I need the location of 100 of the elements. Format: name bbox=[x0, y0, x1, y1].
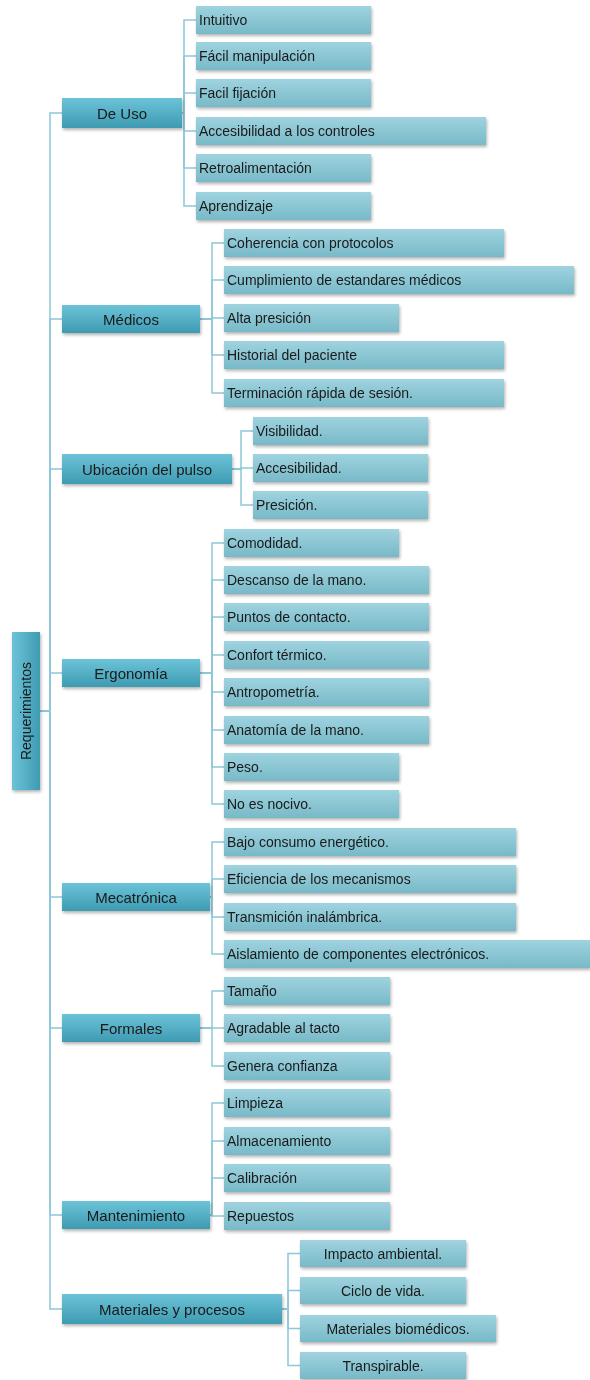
item-box bbox=[196, 79, 371, 107]
connector-line bbox=[209, 878, 225, 898]
node-label: Aprendizaje bbox=[199, 198, 273, 214]
node-label: Transmición inalámbrica. bbox=[227, 909, 383, 925]
item-box bbox=[224, 266, 574, 294]
item-box bbox=[253, 491, 428, 519]
item-box bbox=[224, 790, 399, 818]
node-label: Materiales biomédicos. bbox=[326, 1320, 470, 1337]
node-label: Eficiencia de los mecanismos bbox=[227, 871, 411, 887]
node-label: Presición. bbox=[256, 497, 318, 513]
node-label: Alta presición bbox=[227, 310, 312, 326]
node-label: Visibilidad. bbox=[256, 423, 323, 439]
node-label: Cumplimiento de estandares médicos bbox=[227, 272, 462, 288]
node-label: Antropometría. bbox=[227, 684, 320, 700]
node-label: Ciclo de vida. bbox=[340, 1282, 425, 1299]
category-box bbox=[62, 1014, 200, 1042]
node-label: Terminación rápida de sesión. bbox=[227, 385, 413, 401]
item-box bbox=[224, 229, 504, 257]
node-label: Ubicación del pulso bbox=[81, 460, 213, 478]
node-label: Mantenimiento bbox=[86, 1206, 186, 1224]
item-box bbox=[300, 1352, 466, 1379]
item-box bbox=[224, 1127, 390, 1155]
node-label: Requerimientos bbox=[18, 661, 34, 761]
item-box bbox=[224, 1014, 390, 1042]
node-label: Anatomía de la mano. bbox=[227, 722, 364, 738]
item-box bbox=[224, 1202, 390, 1230]
item-box bbox=[224, 977, 390, 1005]
item-box bbox=[224, 1164, 390, 1192]
item-box bbox=[300, 1315, 496, 1342]
node-label: Historial del paciente bbox=[227, 347, 357, 363]
category-box bbox=[62, 98, 182, 128]
item-box bbox=[196, 192, 371, 220]
node-label: Transpirable. bbox=[342, 1357, 424, 1374]
connector-line bbox=[199, 672, 225, 805]
node-label: Peso. bbox=[227, 759, 263, 775]
item-box bbox=[224, 753, 399, 781]
node-label: De Uso bbox=[97, 104, 147, 122]
item-box bbox=[224, 603, 429, 631]
category-box bbox=[62, 1294, 282, 1324]
category-box bbox=[62, 1201, 210, 1229]
item-box bbox=[224, 1089, 390, 1117]
item-box bbox=[224, 678, 429, 706]
category-box bbox=[62, 883, 210, 911]
category-box bbox=[62, 659, 200, 687]
connector-line bbox=[209, 896, 225, 955]
item-box bbox=[253, 454, 428, 482]
node-label: Repuestos bbox=[227, 1208, 294, 1224]
node-label: Genera confianza bbox=[227, 1058, 338, 1074]
node-label: Impacto ambiental. bbox=[323, 1245, 443, 1262]
node-label: Puntos de contacto. bbox=[227, 609, 351, 625]
item-box bbox=[300, 1277, 466, 1304]
node-label: Formales bbox=[99, 1019, 163, 1037]
node-label: Retroalimentación bbox=[199, 160, 312, 176]
node-label: Calibración bbox=[227, 1170, 298, 1186]
item-box bbox=[224, 716, 429, 744]
node-label: Materiales y procesos bbox=[99, 1300, 245, 1318]
item-box bbox=[224, 379, 504, 407]
node-label: Fácil manipulación bbox=[199, 48, 315, 64]
item-box bbox=[224, 865, 516, 893]
item-box bbox=[224, 641, 429, 669]
item-box bbox=[253, 417, 428, 445]
node-label: Médicos bbox=[103, 310, 159, 328]
node-label: Coherencia con protocolos bbox=[227, 235, 394, 251]
node-label: Aislamiento de componentes electrónicos. bbox=[227, 946, 490, 962]
node-label: Limpieza bbox=[227, 1095, 284, 1111]
node-label: Mecatrónica bbox=[95, 888, 177, 906]
item-box bbox=[196, 42, 371, 70]
node-label: Ergonomía bbox=[94, 664, 168, 682]
connector-line bbox=[209, 1177, 225, 1216]
node-label: Accesibilidad a los controles bbox=[199, 123, 375, 139]
node-label: Intuitivo bbox=[199, 12, 248, 28]
item-box bbox=[224, 903, 516, 931]
node-label: Facil fijación bbox=[199, 85, 277, 101]
item-box bbox=[300, 1240, 466, 1267]
node-label: Bajo consumo energético. bbox=[227, 834, 389, 850]
node-label: Accesibilidad. bbox=[256, 460, 342, 476]
item-box bbox=[224, 341, 504, 369]
node-label: Almacenamiento bbox=[227, 1133, 332, 1149]
connector-line bbox=[199, 1027, 225, 1067]
item-box bbox=[224, 828, 516, 856]
item-box bbox=[224, 1052, 390, 1080]
item-box bbox=[196, 117, 486, 145]
node-label: Tamaño bbox=[227, 983, 277, 999]
item-box bbox=[196, 154, 371, 182]
item-box bbox=[224, 529, 399, 557]
connector-line bbox=[209, 1214, 225, 1217]
connector-line bbox=[231, 468, 254, 506]
category-box bbox=[62, 305, 200, 333]
item-box bbox=[224, 940, 590, 968]
node-label: Descanso de la mano. bbox=[227, 572, 367, 588]
connector-line bbox=[199, 318, 225, 394]
root-box bbox=[12, 632, 40, 790]
connector-line bbox=[181, 92, 197, 114]
item-box bbox=[196, 6, 371, 34]
item-box bbox=[224, 566, 429, 594]
node-label: Comodidad. bbox=[227, 535, 303, 551]
node-label: Confort térmico. bbox=[227, 647, 327, 663]
node-label: Agradable al tacto bbox=[227, 1020, 340, 1036]
category-box bbox=[62, 454, 232, 484]
item-box bbox=[224, 304, 399, 332]
